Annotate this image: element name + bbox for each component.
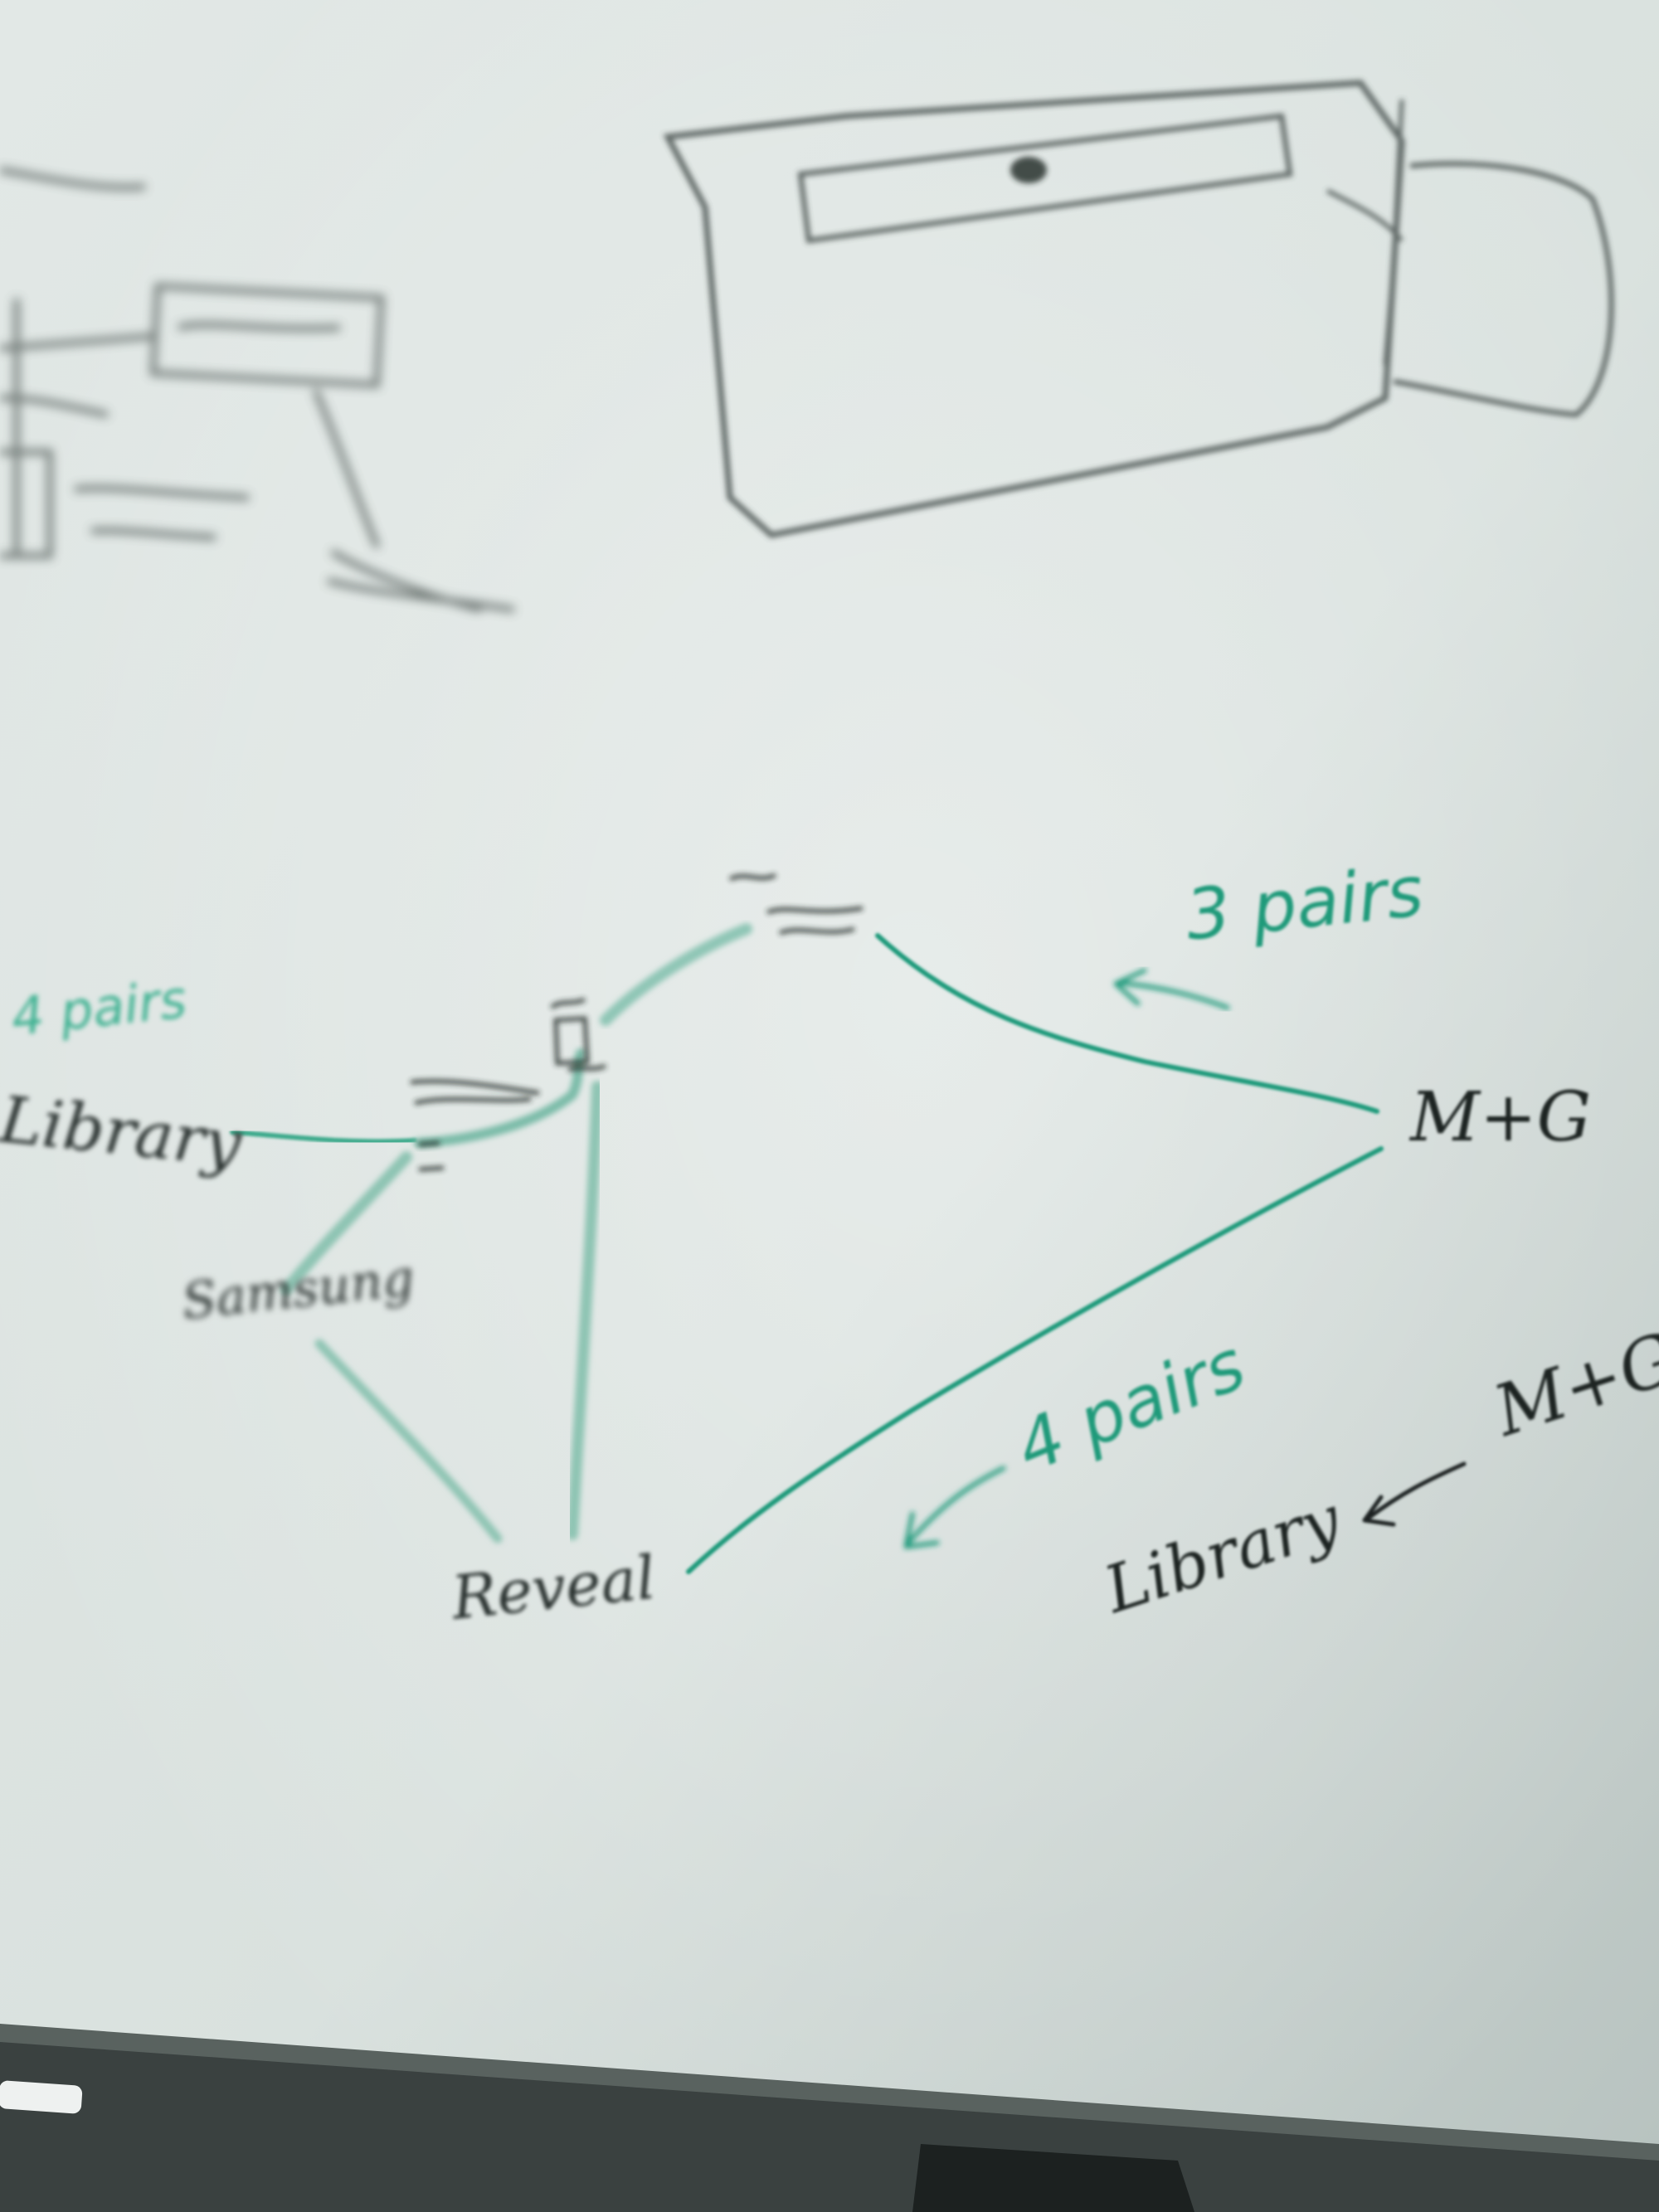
edge-hub-samsung — [280, 1151, 412, 1296]
edge-mg-reveal — [686, 1146, 1384, 1574]
node-hub-small — [418, 1140, 445, 1172]
marker-tray-edge — [0, 2024, 1659, 2161]
arrow-3-pairs — [1113, 968, 1230, 1010]
edge-library-hub — [230, 1130, 417, 1145]
node-hub-scribble — [410, 1079, 540, 1096]
node-hub-scribble-b — [414, 1096, 532, 1106]
diagram-arrows — [903, 968, 1467, 1549]
marker-tray — [0, 2036, 1659, 2212]
node-top-scribble-b — [567, 1063, 607, 1072]
edge-mac-mg — [875, 933, 1379, 1114]
faded-sketch-top-left — [0, 167, 515, 613]
arrow-side-note — [1362, 1461, 1467, 1527]
node-mac-scribble-b — [766, 906, 864, 915]
node-mac-scribble — [728, 873, 777, 882]
node-m-and-g: M+G — [1410, 1078, 1592, 1157]
node-top-scribble — [550, 997, 586, 1009]
node-mac-scribble-c — [779, 926, 855, 936]
edge-small-mac — [600, 923, 752, 1026]
diagram-small-nodes — [410, 873, 864, 1172]
marker-pen — [0, 2080, 83, 2114]
tray-dark-object — [912, 2144, 1194, 2212]
faded-sketch-top-right — [663, 80, 1614, 538]
arrow-4-pairs — [903, 1466, 1006, 1549]
edge-samsung-reveal — [314, 1339, 503, 1544]
edge-hub-reveal — [567, 1081, 603, 1540]
node-top-box — [553, 1016, 590, 1066]
